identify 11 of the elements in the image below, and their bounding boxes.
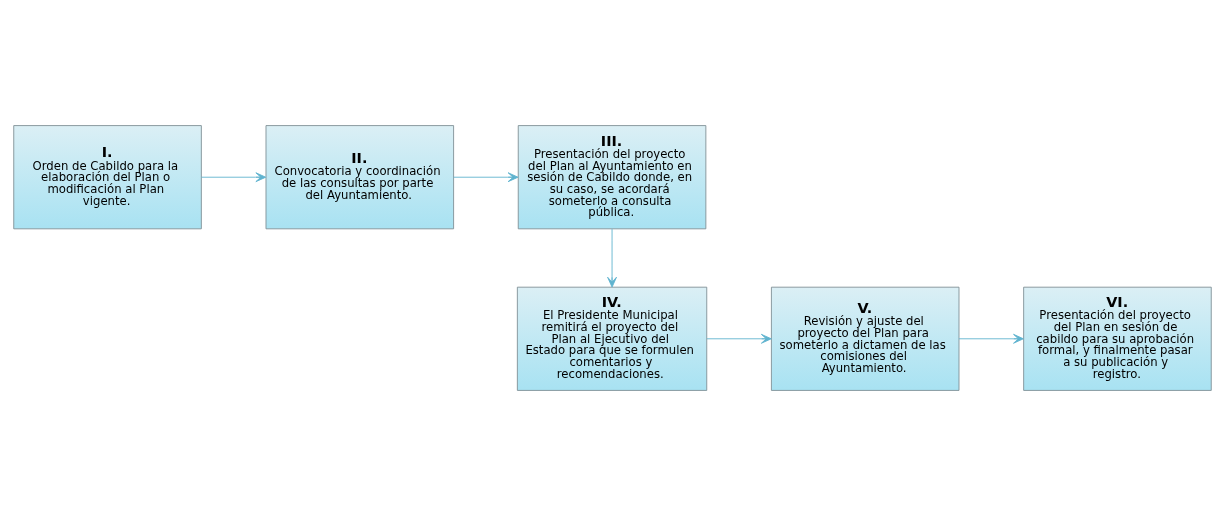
node-box: IV. El Presidente Municipal remitirá el proyecto del Plan al Ejecutivo del Estado para que se formulen comentarios y recomendaciones. <box>516 286 708 391</box>
arrow <box>200 171 267 182</box>
arrow <box>607 228 617 288</box>
node-box: I. Orden de Cabildo para la elaboración del Plan o modificación al Plan vigente. <box>13 124 202 229</box>
arrow <box>958 333 1024 344</box>
node-box: III. Presentación del proyecto del Plan al Ayuntamiento en sesión de Cabildo donde, en su caso, se acordará someterlo a consulta pública. <box>517 124 707 229</box>
arrow <box>706 333 772 344</box>
node-box: II. Convocatoria y coordinación de las consultas por parte del Ayuntamiento. <box>265 124 455 229</box>
arrow <box>453 171 519 182</box>
node-box: V. Revisión y ajuste del proyecto del Plan para someterlo a dictamen de las comisiones del Ayuntamiento. <box>770 286 960 391</box>
node-box: VI. Presentación del proyecto del Plan en sesión de cabildo para su aprobación formal, y finalmente pasar a su publicación y registro. <box>1023 286 1212 391</box>
